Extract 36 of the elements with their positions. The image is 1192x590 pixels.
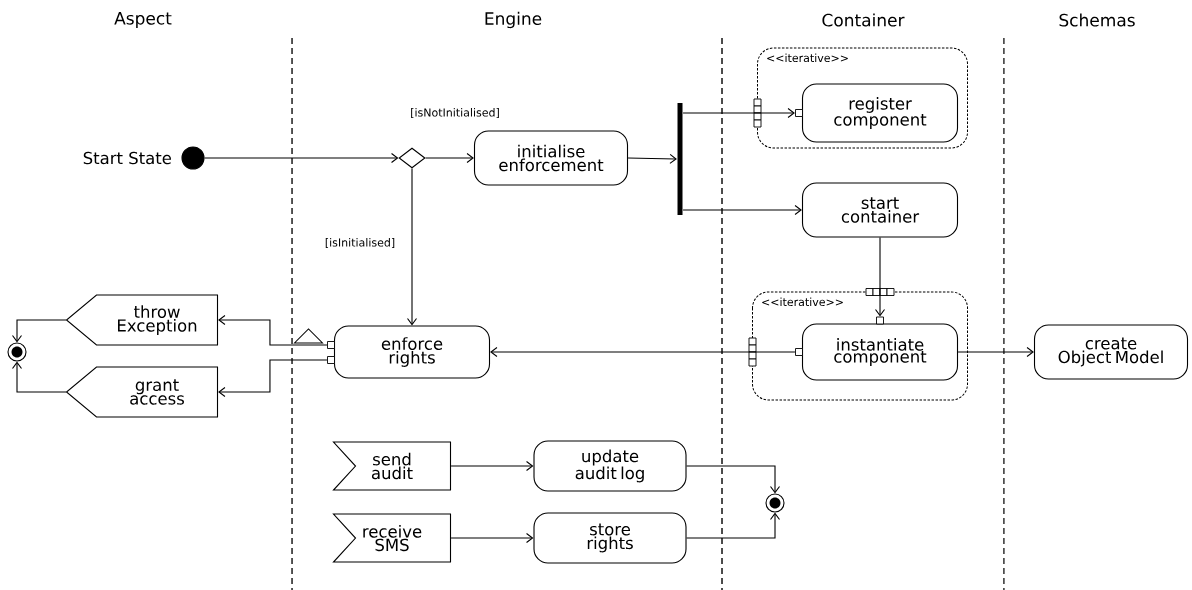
lane-heading: Aspect	[114, 12, 172, 28]
arrow	[874, 237, 886, 317]
end-circle	[765, 493, 785, 513]
arrow	[627, 153, 677, 164]
node-label: Start State	[83, 151, 171, 165]
arrow	[682, 107, 795, 119]
arrow	[450, 460, 534, 472]
action-box: register component	[801, 83, 959, 143]
decision-diamond	[398, 147, 426, 169]
arrow	[11, 319, 67, 343]
end-circle	[7, 342, 27, 362]
lane-heading: Schemas	[1059, 13, 1135, 27]
arrow	[686, 465, 781, 494]
arrow	[490, 346, 796, 358]
arrow	[686, 512, 781, 539]
arrow	[682, 204, 802, 216]
arrow	[425, 152, 474, 164]
arrow	[406, 168, 418, 326]
lane-heading: Container	[822, 13, 905, 27]
arrow	[218, 359, 328, 398]
action-box: start container	[801, 182, 959, 238]
arrow	[204, 152, 399, 164]
action-box: create Object Model	[1033, 324, 1189, 380]
edge-label: [isNotInitialised]	[409, 107, 501, 119]
action-box: instantiate component	[801, 323, 959, 381]
action-box: update audit log	[533, 440, 687, 492]
edge-label: [isInitialised]	[323, 237, 397, 249]
action-box: initialise enforcement	[473, 130, 629, 186]
arrow	[11, 361, 67, 393]
lane-heading: Engine	[485, 11, 542, 29]
arrow	[957, 346, 1034, 358]
fork-bar	[677, 103, 683, 215]
action-box: enforce rights	[333, 325, 491, 379]
arrow	[450, 532, 534, 544]
arrow	[218, 314, 328, 346]
action-box: store rights	[533, 512, 687, 564]
